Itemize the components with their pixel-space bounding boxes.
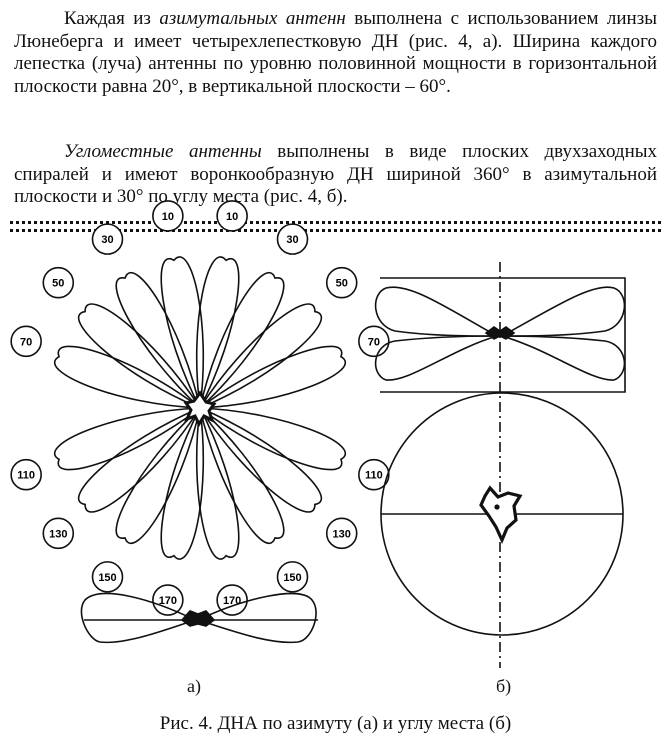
lobe-label-ring-7	[216, 584, 248, 616]
lobe-label-ring-9	[91, 223, 124, 255]
lobe-label-ring-1	[276, 223, 309, 255]
lobe-12	[53, 407, 203, 471]
para1-start: Каждая из	[64, 8, 160, 29]
lobe-label-11: 70	[20, 336, 32, 348]
para1-italic-term: азимутальных антенн	[159, 8, 346, 29]
lobe-label-3: 70	[368, 336, 380, 348]
label-b: б)	[496, 676, 512, 696]
lobe-label-0: 10	[226, 211, 238, 223]
lobe-label-5: 130	[333, 528, 351, 540]
lobe-label-12: 110	[17, 470, 35, 482]
lobe-label-ring-6	[276, 561, 309, 593]
lobe-15	[160, 405, 205, 560]
azimuth-antenna-body-icon	[183, 390, 217, 428]
lobe-label-ring-4	[358, 458, 390, 491]
lobe-label-ring-13	[42, 517, 75, 550]
lobe-label-ring-15	[152, 584, 184, 616]
lobe-label-4: 110	[365, 470, 383, 482]
elevation-side-pattern	[374, 262, 626, 668]
lobe-13	[78, 406, 203, 513]
lobe-2	[197, 303, 322, 410]
lobe-label-ring-5	[325, 517, 358, 550]
lobe-14	[115, 405, 202, 545]
lobe-9	[115, 271, 202, 411]
lobe-label-15: 170	[159, 595, 177, 607]
lobe-label-10: 50	[52, 278, 64, 290]
para2-italic-term: Угломестные антенны	[64, 141, 262, 162]
lobe-7	[195, 405, 240, 560]
lobe-6	[198, 405, 285, 545]
lobe-3	[197, 345, 347, 409]
para2-rest: выполнены в виде плоских двухзаходных сп…	[14, 141, 658, 207]
lobe-label-8: 10	[162, 211, 174, 223]
lobe-8	[160, 256, 205, 411]
lobe-label-ring-2	[325, 266, 358, 299]
lobe-label-ring-0	[216, 200, 248, 232]
lobe-label-1: 30	[286, 234, 298, 246]
lobe-10	[78, 303, 203, 410]
lobe-label-9: 30	[101, 234, 113, 246]
lobe-label-ring-11	[10, 325, 42, 358]
lobe-label-ring-8	[152, 200, 184, 232]
elevation-top-pattern	[380, 392, 624, 636]
dotted-divider-bottom	[10, 229, 661, 232]
paragraph-elevation-antennas: Угломестные антенны выполнены в виде пло…	[14, 141, 657, 209]
lobe-label-14: 150	[98, 572, 116, 584]
lobe-label-ring-10	[42, 266, 75, 299]
lobe-4	[197, 407, 347, 471]
lobe-label-2: 50	[336, 278, 348, 290]
paragraph-azimuth-antennas: Каждая из азимутальных антенн выполнена …	[14, 8, 657, 98]
lobe-0	[195, 256, 240, 411]
lobe-5	[197, 406, 322, 513]
lobe-label-6: 150	[283, 572, 301, 584]
azimuth-lobe-flower	[53, 256, 347, 560]
lobe-label-13: 130	[49, 528, 67, 540]
para1-rest: выполнена с использованием линзы Люнебер…	[14, 8, 658, 97]
label-a: а)	[187, 676, 201, 696]
lobe-label-ring-12	[10, 458, 42, 491]
lobe-1	[198, 271, 285, 411]
dotted-divider-top	[10, 221, 661, 224]
lobe-11	[53, 345, 203, 409]
lobe-label-ring-14	[91, 561, 124, 593]
figure-caption: Рис. 4. ДНА по азимуту (а) и углу места …	[159, 713, 512, 734]
azimuth-vertical-pattern	[80, 592, 318, 644]
